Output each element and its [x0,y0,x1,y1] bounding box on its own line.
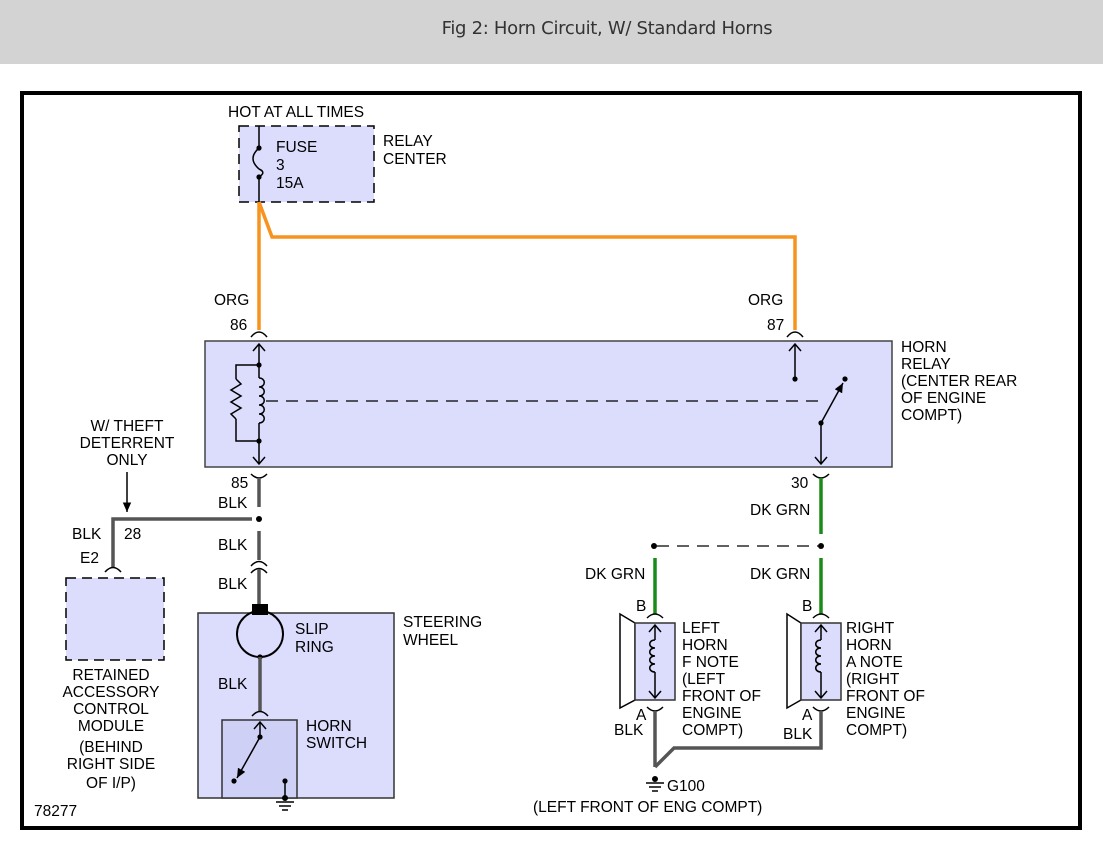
ground-g100-icon [646,776,664,792]
horn-switch-label-2: SWITCH [306,735,367,752]
module-label-1: RETAINED [72,667,149,684]
blk-wire-to-module [111,517,252,568]
module-label-4: MODULE [78,718,144,735]
relay-center-box [238,125,375,203]
right-horn-label-5: FRONT OF [846,688,925,705]
horn-relay-label-2: RELAY [901,356,951,373]
connector-e2-icon [104,566,122,573]
left-horn-bell-icon [619,612,636,710]
wire-color-dkgrn-right: DK GRN [750,566,810,583]
splice-icon [256,516,262,522]
fuse-icon [252,126,264,202]
theft-note-1: W/ THEFT [91,418,164,435]
wire-color-dkgrn-left: DK GRN [585,566,645,583]
wire-color-org-right: ORG [748,292,783,309]
right-horn-pin-a: A [802,707,813,724]
retained-accessory-module-box [65,577,165,661]
connector-switch-icon [251,710,269,717]
right-horn-label-2: HORN [846,637,892,654]
module-label-2: ACCESSORY [62,684,159,701]
wire-color-blk-85: BLK [218,495,248,512]
slip-ring-label-2: RING [295,639,334,656]
wire-color-dkgrn-30: DK GRN [750,502,810,519]
connector-right-horn-b-icon [812,613,830,619]
wire-color-blk-lower: BLK [218,576,248,593]
steering-wheel-label-1: STEERING [403,614,482,631]
connector-left-horn-b-icon [646,613,664,619]
wire-color-blk-steering: BLK [218,676,248,693]
figure-title: Fig 2: Horn Circuit, W/ Standard Horns [441,18,773,39]
wire-color-blk-right-horn: BLK [783,726,813,743]
left-horn-label-1: LEFT [682,620,720,637]
right-horn-label-3: A NOTE [846,654,903,671]
left-horn-label-2: HORN [682,637,728,654]
ground-location-label: (LEFT FRONT OF ENG COMPT) [533,799,762,816]
splice-right-icon [818,543,824,549]
pin-85-label: 85 [231,475,248,492]
module-label-7: OF I/P) [86,775,136,792]
steering-wheel-label-2: WHEEL [403,632,459,649]
horn-relay-box [204,340,893,468]
slip-ring-connector-icon [252,604,268,615]
right-horn-label-6: ENGINE [846,705,905,722]
header-bar: Fig 2: Horn Circuit, W/ Standard Horns [0,0,1103,64]
relay-coil-icon [229,342,266,466]
left-horn-coil-icon [648,623,662,700]
pin-86-label: 86 [230,317,247,334]
right-horn-label-7: COMPT) [846,722,907,739]
horn-relay-label-5: COMPT) [901,407,962,424]
theft-note-2: DETERRENT [80,435,175,452]
steering-ground-icon [276,801,294,811]
connector-87-icon [786,331,804,338]
left-horn-label-4: (LEFT [682,671,726,688]
fuse-label: FUSE [276,139,317,156]
left-horn-label-3: F NOTE [682,654,739,671]
connector-86-icon [250,331,268,338]
module-label-5: (BEHIND [79,739,143,756]
right-horn-label-4: (RIGHT [846,671,900,688]
pin-30-label: 30 [791,475,809,492]
slip-ring-label-1: SLIP [295,621,329,638]
connector-e2-label: E2 [80,550,99,567]
fuse-rating: 15A [276,175,304,192]
right-horn-pin-b: B [802,598,812,615]
wire-color-blk-e2: BLK [72,526,102,543]
horn-switch-label-1: HORN [306,718,352,735]
horn-relay-label-4: OF ENGINE [901,390,986,407]
figure-number: 78277 [34,803,77,820]
blk-wire-right-horn-ground [653,711,823,769]
circuit-28-label: 28 [124,526,141,543]
right-horn-label-1: RIGHT [846,620,895,637]
splice-left-icon [651,543,657,549]
pin-87-label: 87 [767,317,784,334]
right-horn-bell-icon [786,612,802,710]
module-label-6: RIGHT SIDE [67,756,155,773]
left-horn-label-7: COMPT) [682,722,743,739]
horn-switch-icon [231,720,288,801]
module-label-3: CONTROL [73,701,149,718]
left-horn-pin-a: A [636,707,647,724]
hot-at-all-times-label: HOT AT ALL TIMES [228,104,364,121]
left-horn-pin-b: B [636,598,646,615]
ground-id-label: G100 [667,778,705,795]
left-horn-label-5: FRONT OF [682,688,761,705]
fuse-number: 3 [276,157,285,174]
wire-color-blk-mid: BLK [218,537,248,554]
left-horn-label-6: ENGINE [682,705,741,722]
org-wire-right [257,201,797,330]
relay-center-label-2: CENTER [383,151,447,168]
connector-inline-top-icon [250,560,268,567]
wire-color-org-left: ORG [214,292,249,309]
right-horn-coil-icon [814,623,828,700]
relay-center-label-1: RELAY [383,133,433,150]
horn-relay-label-1: HORN [901,339,947,356]
connector-inline-bottom-icon [250,567,268,574]
theft-note-3: ONLY [106,452,147,469]
horn-relay-label-3: (CENTER REAR [901,373,1017,390]
relay-contact-icon [788,342,848,466]
wire-color-blk-left-horn: BLK [614,722,644,739]
